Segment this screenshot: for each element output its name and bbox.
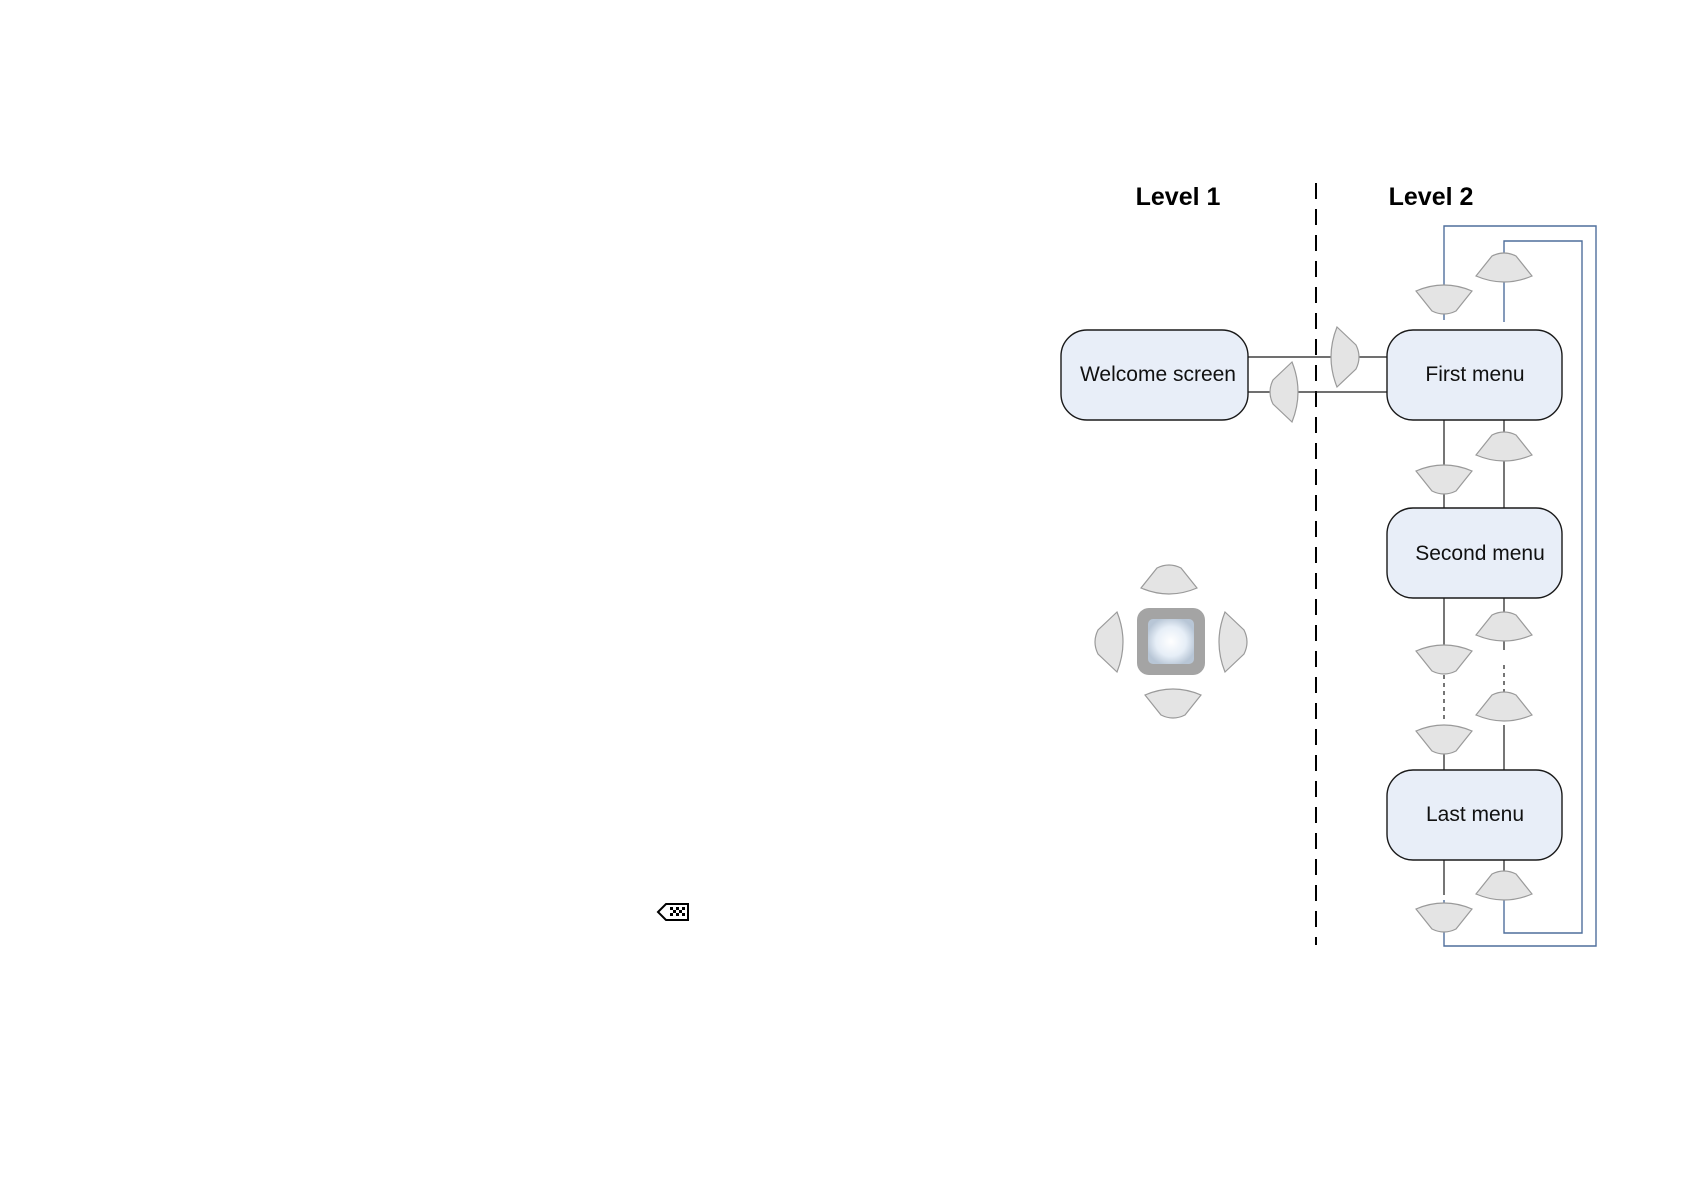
welcome-screen-label: Welcome screen [1080,363,1236,386]
down-arrow-key-icon [1416,645,1472,674]
last-menu-label: Last menu [1426,803,1524,826]
left-arrow-key-icon [1270,362,1298,422]
level-2-label: Level 2 [1389,183,1474,211]
up-arrow-key-icon [1476,612,1532,641]
up-arrow-key-icon [1476,432,1532,461]
left-arrow-key-icon [1095,612,1123,672]
down-arrow-key-icon [1416,285,1472,314]
down-arrow-key-icon [1416,725,1472,754]
up-arrow-key-icon [1476,692,1532,721]
up-arrow-key-icon [1141,565,1197,594]
last-menu-box: Last menu [1387,770,1562,860]
backspace-icon [658,904,688,920]
up-arrow-key-icon [1476,253,1532,282]
right-arrow-key-icon [1331,327,1359,387]
right-arrow-key-icon [1219,612,1247,672]
first-menu-box: First menu [1387,330,1562,420]
second-menu-box: Second menu [1387,508,1562,598]
down-arrow-key-icon [1145,689,1201,718]
second-menu-label: Second menu [1415,542,1545,565]
ok-key-icon [1137,608,1205,675]
welcome-screen-box: Welcome screen [1061,330,1248,420]
first-menu-label: First menu [1425,363,1524,386]
up-arrow-key-icon [1476,871,1532,900]
level-1-label: Level 1 [1136,183,1221,211]
down-arrow-key-icon [1416,903,1472,932]
keypad-legend [1095,565,1247,718]
down-arrow-key-icon [1416,465,1472,494]
